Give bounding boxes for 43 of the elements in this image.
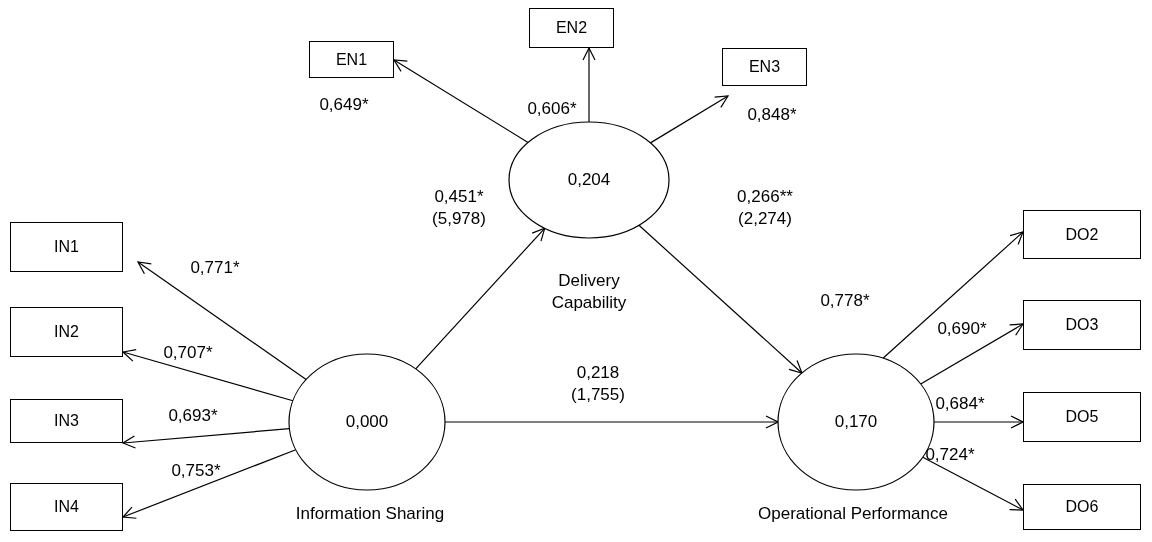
indicator-box: IN2 <box>10 307 123 357</box>
indicator-box: DO5 <box>1023 392 1141 442</box>
path-coefficient-label: 0,753* <box>170 460 222 482</box>
construct-name: Delivery Capability <box>550 270 628 315</box>
indicator-box: IN3 <box>10 399 123 443</box>
path-arrow <box>122 428 290 449</box>
path-coefficient-label: 0,451* (5,978) <box>431 186 487 231</box>
indicator-box: IN4 <box>10 483 123 531</box>
path-coefficient-label: 0,649* <box>318 94 370 116</box>
construct-name: Operational Performance <box>757 503 949 525</box>
path-coefficient-label: 0,266** (2,274) <box>736 186 794 231</box>
r-squared-value: 0,170 <box>834 412 878 432</box>
indicator-box: IN1 <box>10 222 123 272</box>
path-arrow <box>638 224 803 374</box>
path-coefficient-label: 0,606* <box>526 98 578 120</box>
path-coefficient-label: 0,218 (1,755) <box>570 362 626 407</box>
path-coefficient-label: 0,771* <box>189 257 241 279</box>
path-arrow <box>922 456 1024 511</box>
path-arrow <box>122 449 297 519</box>
path-arrow <box>920 323 1024 385</box>
indicator-box: EN2 <box>529 8 614 48</box>
path-coefficient-label: 0,690* <box>936 318 988 340</box>
indicator-box: DO6 <box>1023 484 1141 530</box>
path-coefficient-label: 0,684* <box>934 393 986 415</box>
construct-name: Information Sharing <box>294 503 446 525</box>
path-arrow <box>882 231 1024 359</box>
indicator-box: EN3 <box>722 48 807 86</box>
path-coefficient-label: 0,693* <box>167 405 219 427</box>
indicator-box: DO2 <box>1023 210 1141 259</box>
path-coefficient-label: 0,724* <box>924 444 976 466</box>
path-arrow <box>649 95 729 144</box>
path-arrow <box>122 348 294 402</box>
path-coefficient-label: 0,707* <box>162 342 214 364</box>
path-coefficient-label: 0,778* <box>819 290 871 312</box>
path-arrow <box>137 261 307 381</box>
path-coefficient-label: 0,848* <box>746 104 798 126</box>
indicator-box: EN1 <box>309 41 394 78</box>
r-squared-value: 0,204 <box>567 170 611 190</box>
path-arrow <box>393 59 529 144</box>
path-arrow <box>415 227 546 370</box>
indicator-box: DO3 <box>1023 300 1141 350</box>
r-squared-value: 0,000 <box>345 412 389 432</box>
path-arrow <box>582 47 596 123</box>
